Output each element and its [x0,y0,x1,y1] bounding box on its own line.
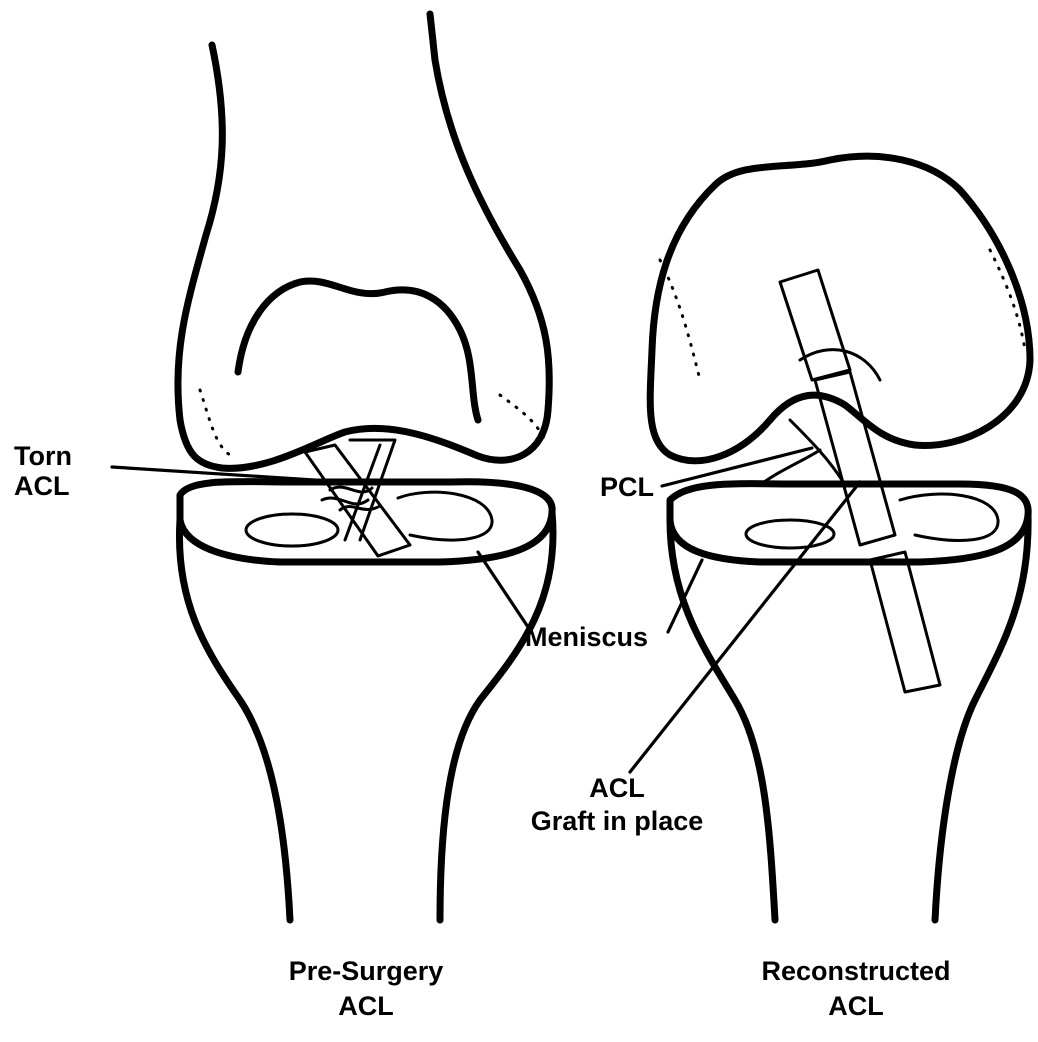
left-femur [178,14,549,468]
right-tibia-shaft-right [935,515,1028,920]
pcl-label: PCL [600,472,654,502]
meniscus-leader-left [478,552,530,630]
torn-acl-label-line1: Torn [14,441,72,471]
left-tibia-shaft-right [440,512,553,920]
left-femur-shade [200,390,545,455]
left-femur-notch [238,281,478,420]
meniscus-label: Meniscus [525,622,648,652]
reconstructed-caption-line1: Reconstructed [761,956,950,986]
pre-surgery-knee [178,14,553,920]
right-femur-shade [660,250,1025,380]
pre-surgery-caption-line1: Pre-Surgery [289,956,444,986]
left-meniscus-left [246,514,338,546]
femoral-tunnel [780,270,850,380]
right-meniscus-right [900,494,998,540]
left-meniscus-right [398,492,492,540]
graft-label-line2: Graft in place [531,806,704,836]
graft-label-line1: ACL [589,773,645,803]
reconstructed-knee [650,156,1030,920]
right-tibia-shaft-left [670,520,775,920]
torn-acl-label-line2: ACL [14,471,70,501]
tibial-tunnel [870,552,940,692]
left-tibia-shaft [179,520,290,920]
reconstructed-caption-line2: ACL [828,991,884,1021]
pre-surgery-caption-line2: ACL [338,991,394,1021]
right-femur [650,156,1030,461]
